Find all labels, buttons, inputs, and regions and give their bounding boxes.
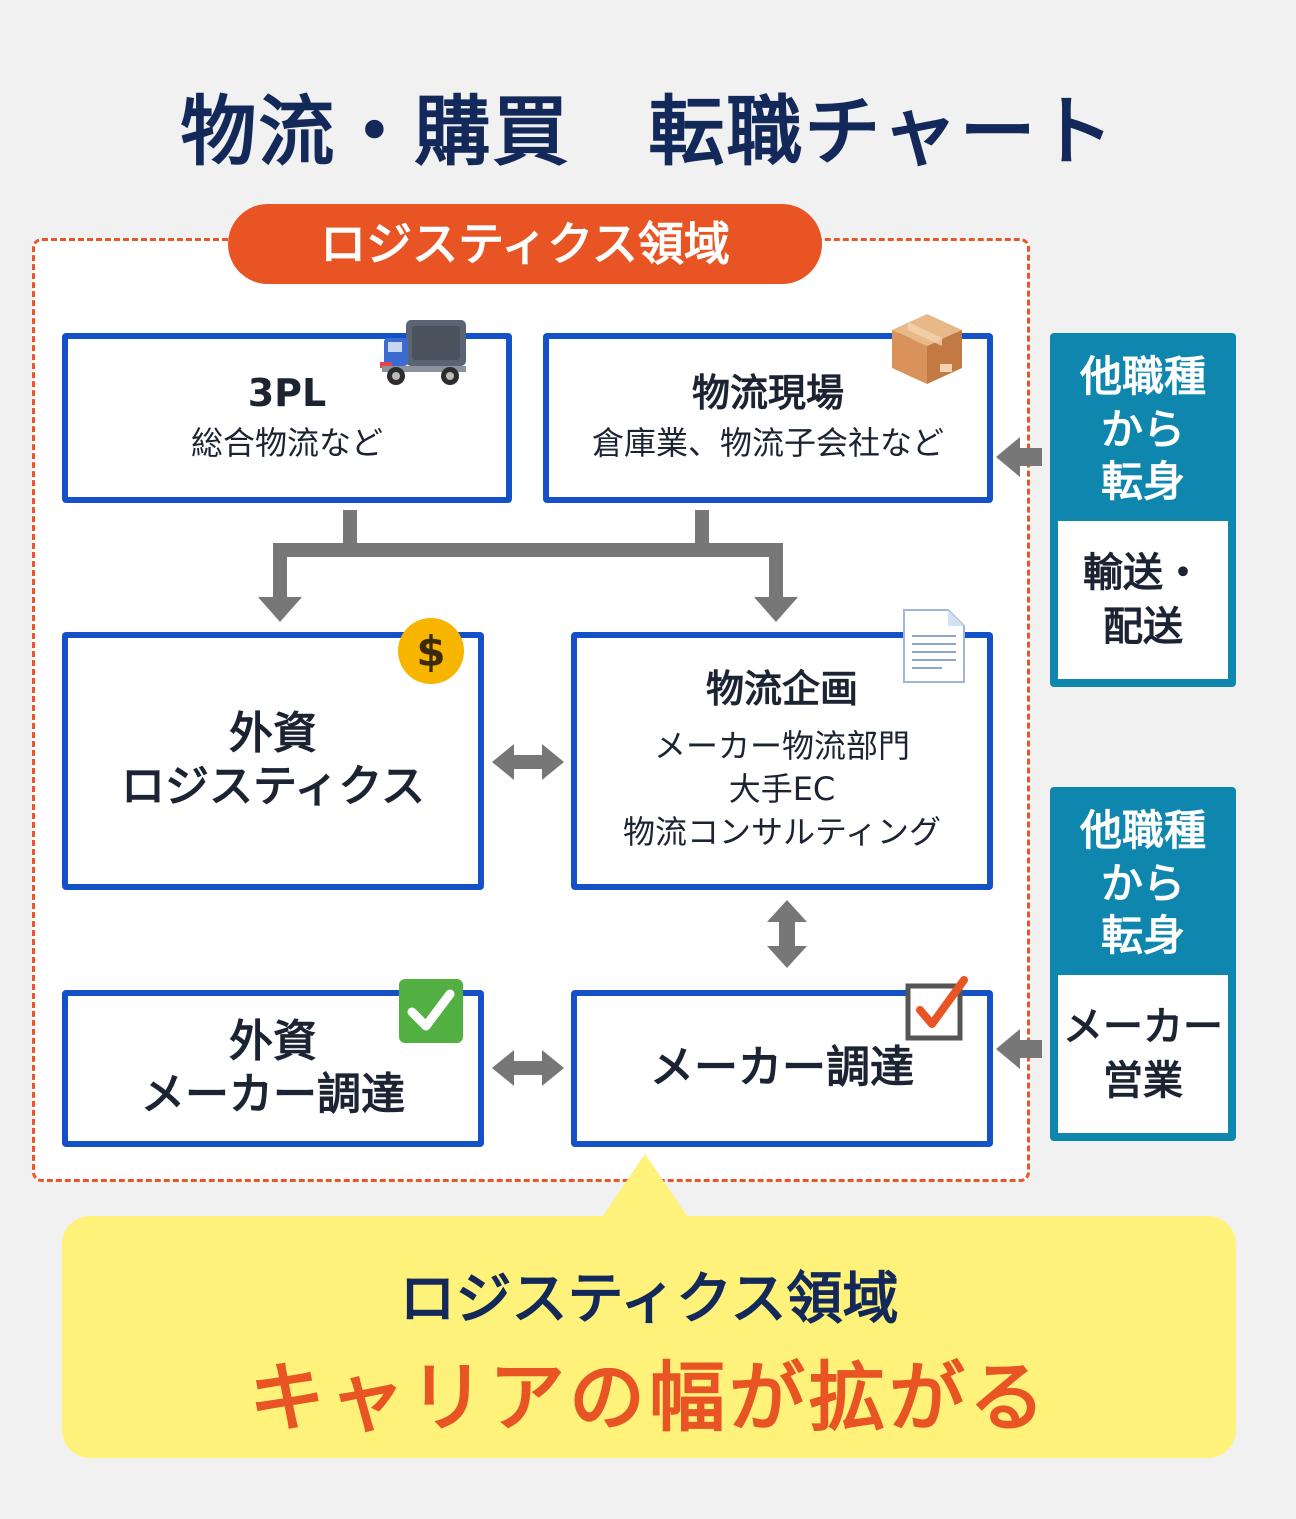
callout-line2: キャリアの幅が拡がる <box>249 1353 1049 1442</box>
arrow-from-sales <box>996 1029 1042 1069</box>
box-site-title: 物流現場 <box>691 370 844 415</box>
box-foreign-logistics-line2: ロジスティクス <box>120 761 426 812</box>
checkbox-icon <box>905 976 968 1041</box>
box-planning-sub3: 物流コンサルティング <box>622 813 942 852</box>
box-planning-sub2: 大手EC <box>728 770 836 809</box>
box-foreign-logistics-line1: 外資 <box>229 708 317 760</box>
box-planning-title: 物流企画 <box>705 667 858 712</box>
connector-site-stem <box>695 510 709 550</box>
callout-line1: ロジスティクス領域 <box>399 1267 899 1332</box>
truck-icon <box>380 320 466 385</box>
box-site-sub: 倉庫業、物流子会社など <box>591 424 944 463</box>
box-maker-procurement-title: メーカー調達 <box>650 1042 914 1094</box>
side-panel-sales: 他職種 から 転身 メーカー 営業 <box>1050 787 1236 1141</box>
box-foreign-procurement-line2: メーカー調達 <box>141 1068 405 1120</box>
arrow-from-transport <box>996 437 1042 477</box>
box-planning: 物流企画 メーカー物流部門 大手EC 物流コンサルティング <box>571 632 993 890</box>
callout-pointer <box>600 1154 690 1220</box>
dollar-coin-icon: $ <box>398 618 464 684</box>
double-arrow-bottom <box>492 1050 564 1086</box>
connector-left-drop <box>273 543 287 599</box>
callout-bubble <box>62 1216 1236 1458</box>
arrowhead-left-down <box>258 597 302 622</box>
arrowhead-right-down <box>754 597 798 622</box>
side-panel-sales-top: 他職種 から 転身 <box>1079 806 1206 960</box>
box-foreign-procurement-line1: 外資 <box>229 1015 317 1067</box>
double-arrow-middle <box>492 744 564 780</box>
box-planning-sub1: メーカー物流部門 <box>653 727 910 766</box>
check-mark-icon <box>399 979 463 1043</box>
connector-right-drop <box>769 543 783 599</box>
box-3pl: 3PL 総合物流など <box>62 333 512 503</box>
region-label: ロジスティクス領域 <box>228 204 822 284</box>
connector-horizontal <box>273 543 783 557</box>
side-panel-transport-top: 他職種 から 転身 <box>1079 352 1206 506</box>
connector-3pl-stem <box>343 510 357 550</box>
page-title: 物流・購買 転職チャート <box>180 87 1116 176</box>
svg-text:$: $ <box>416 627 445 676</box>
side-panel-transport: 他職種 から 転身 輸送・ 配送 <box>1050 333 1236 687</box>
side-panel-transport-inner: 輸送・ 配送 <box>1058 521 1228 679</box>
double-arrow-vertical <box>767 900 807 968</box>
document-icon <box>903 609 965 683</box>
box-3pl-sub: 総合物流など <box>190 424 383 463</box>
cardboard-box-icon <box>892 314 962 384</box>
box-3pl-title: 3PL <box>247 370 327 415</box>
side-panel-sales-inner: メーカー 営業 <box>1058 975 1228 1133</box>
